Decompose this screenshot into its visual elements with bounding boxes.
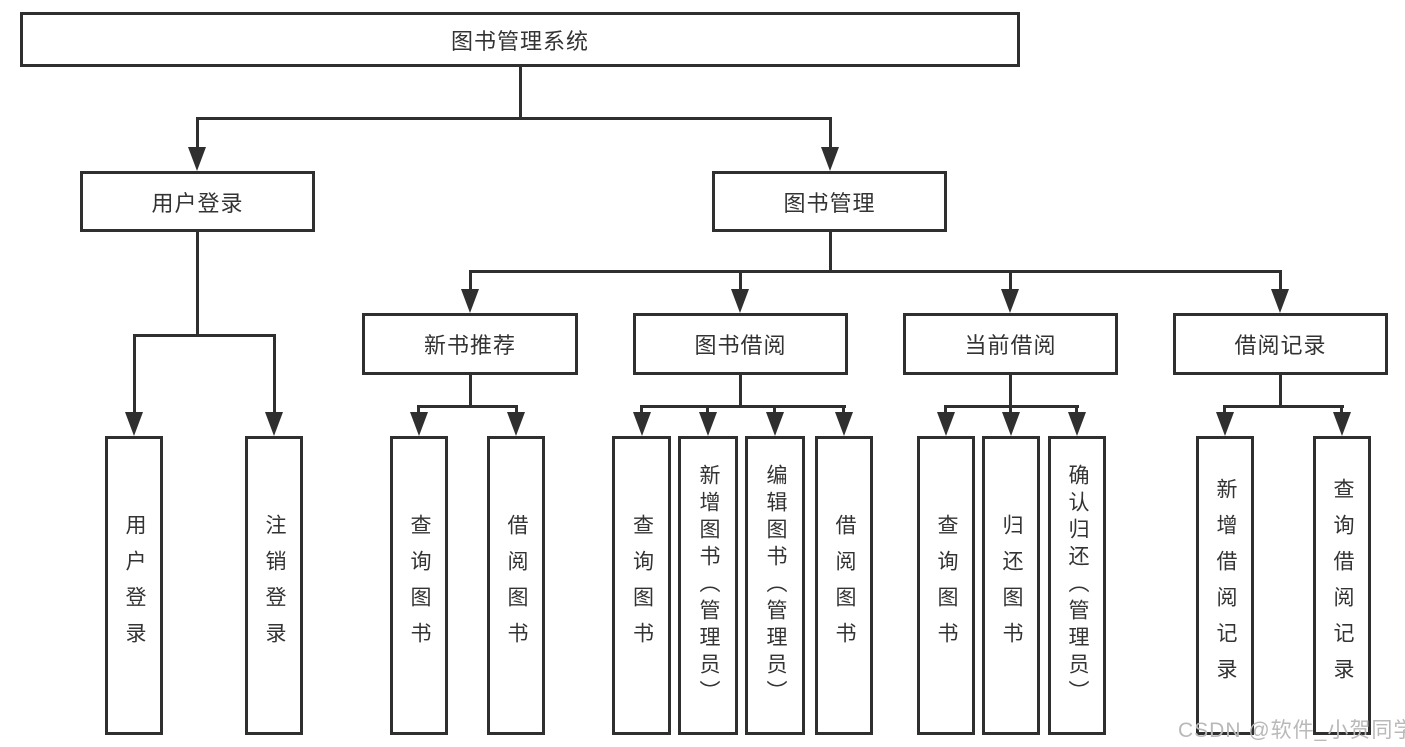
arrowhead-down-icon bbox=[461, 289, 479, 313]
arrowhead-down-icon bbox=[507, 412, 525, 436]
node-book-borrowing: 图书借阅 bbox=[633, 313, 848, 375]
connector-line bbox=[739, 375, 742, 408]
connector-line bbox=[1075, 405, 1078, 417]
connector-line bbox=[829, 117, 832, 150]
leaf-add-books-admin: 新增图书（管理员） bbox=[678, 436, 738, 735]
leaf-return-books: 归还图书 bbox=[982, 436, 1040, 735]
leaf-edit-books-admin: 编辑图书（管理员） bbox=[745, 436, 805, 735]
connector-line bbox=[1340, 405, 1343, 417]
leaf-query-borrow-record: 查询借阅记录 bbox=[1313, 436, 1371, 735]
connector-line bbox=[773, 405, 776, 417]
leaf-query-books-recommend: 查询图书 bbox=[390, 436, 448, 735]
arrowhead-down-icon bbox=[731, 289, 749, 313]
leaf-add-borrow-record: 新增借阅记录 bbox=[1196, 436, 1254, 735]
csdn-watermark: CSDN @软件_小贺同学 bbox=[1178, 719, 1405, 742]
connector-line bbox=[417, 405, 420, 417]
node-borrowing-records: 借阅记录 bbox=[1173, 313, 1388, 375]
leaf-user-login: 用户登录 bbox=[105, 436, 163, 735]
connector-line bbox=[1279, 270, 1282, 292]
connector-line bbox=[944, 405, 947, 417]
arrowhead-down-icon bbox=[1068, 412, 1086, 436]
connector-line bbox=[469, 375, 472, 408]
arrowhead-down-icon bbox=[1216, 412, 1234, 436]
leaf-borrow-books-borrowing: 借阅图书 bbox=[815, 436, 873, 735]
leaf-confirm-return-admin: 确认归还（管理员） bbox=[1048, 436, 1106, 735]
connector-line bbox=[1009, 270, 1012, 292]
arrowhead-down-icon bbox=[633, 412, 651, 436]
connector-line bbox=[1279, 375, 1282, 408]
connector-line bbox=[273, 334, 276, 414]
connector-line bbox=[519, 67, 522, 119]
leaf-query-books-borrowing: 查询图书 bbox=[612, 436, 671, 735]
arrowhead-down-icon bbox=[766, 412, 784, 436]
arrowhead-down-icon bbox=[937, 412, 955, 436]
connector-line bbox=[842, 405, 845, 417]
connector-line bbox=[640, 405, 643, 417]
connector-line bbox=[196, 117, 199, 150]
arrowhead-down-icon bbox=[125, 412, 143, 436]
connector-line bbox=[829, 232, 832, 272]
arrowhead-down-icon bbox=[1002, 412, 1020, 436]
connector-line bbox=[469, 270, 1282, 273]
connector-line bbox=[1223, 405, 1226, 417]
arrowhead-down-icon bbox=[410, 412, 428, 436]
connector-line bbox=[196, 232, 199, 336]
connector-line bbox=[515, 405, 518, 417]
arrowhead-down-icon bbox=[188, 147, 206, 171]
leaf-query-books-current: 查询图书 bbox=[917, 436, 975, 735]
node-current-borrowing: 当前借阅 bbox=[903, 313, 1118, 375]
arrowhead-down-icon bbox=[1271, 289, 1289, 313]
arrowhead-down-icon bbox=[1001, 289, 1019, 313]
node-new-book-recommendation: 新书推荐 bbox=[362, 313, 578, 375]
connector-line bbox=[133, 334, 276, 337]
connector-line bbox=[133, 334, 136, 414]
node-library-system: 图书管理系统 bbox=[20, 12, 1020, 67]
connector-line bbox=[1009, 375, 1012, 408]
connector-line bbox=[1009, 405, 1012, 417]
leaf-borrow-books-recommend: 借阅图书 bbox=[487, 436, 545, 735]
arrowhead-down-icon bbox=[1333, 412, 1351, 436]
connector-line bbox=[739, 270, 742, 292]
connector-line bbox=[1223, 405, 1344, 408]
node-book-management: 图书管理 bbox=[712, 171, 947, 232]
connector-line bbox=[417, 405, 518, 408]
arrowhead-down-icon bbox=[835, 412, 853, 436]
connector-line bbox=[469, 270, 472, 292]
connector-line bbox=[640, 405, 846, 408]
leaf-logout: 注销登录 bbox=[245, 436, 303, 735]
arrowhead-down-icon bbox=[821, 147, 839, 171]
connector-line bbox=[196, 117, 832, 120]
connector-line bbox=[706, 405, 709, 417]
arrowhead-down-icon bbox=[699, 412, 717, 436]
node-user-login: 用户登录 bbox=[80, 171, 315, 232]
arrowhead-down-icon bbox=[265, 412, 283, 436]
